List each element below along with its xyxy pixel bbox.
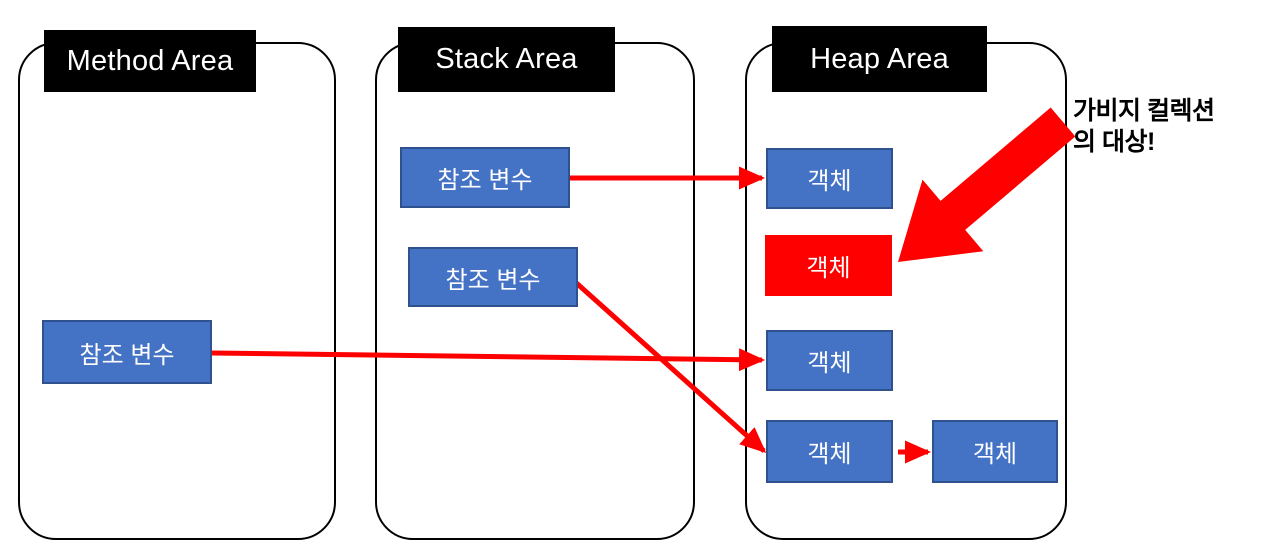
node-heap-object[interactable]: 객체 (766, 330, 893, 391)
node-heap-object[interactable]: 객체 (932, 420, 1058, 483)
region-title-stack-area: Stack Area (398, 27, 615, 92)
node-label: 객체 (972, 441, 1018, 468)
node-heap-object-gc-target[interactable]: 객체 (765, 235, 892, 296)
region-title-heap-area: Heap Area (772, 26, 987, 92)
node-label: 객체 (807, 441, 852, 468)
region-method-area (18, 42, 336, 540)
region-title-label: Heap Area (810, 42, 949, 75)
node-label: 객체 (807, 168, 852, 195)
node-label: 참조 변수 (79, 341, 175, 369)
node-label: 참조 변수 (445, 266, 541, 294)
node-heap-object[interactable]: 객체 (766, 420, 893, 483)
node-label: 객체 (806, 255, 851, 282)
gc-target-callout-text: 가비지 컬렉션 의 대상! (1073, 97, 1215, 156)
node-label: 객체 (807, 350, 852, 377)
node-heap-object[interactable]: 객체 (766, 148, 893, 209)
node-reference-variable[interactable]: 참조 변수 (42, 320, 212, 384)
node-label: 참조 변수 (437, 167, 533, 194)
region-title-method-area: Method Area (44, 30, 256, 92)
node-reference-variable[interactable]: 참조 변수 (408, 247, 578, 307)
region-title-label: Stack Area (435, 43, 578, 75)
region-title-label: Method Area (66, 44, 234, 77)
node-reference-variable[interactable]: 참조 변수 (400, 147, 570, 208)
